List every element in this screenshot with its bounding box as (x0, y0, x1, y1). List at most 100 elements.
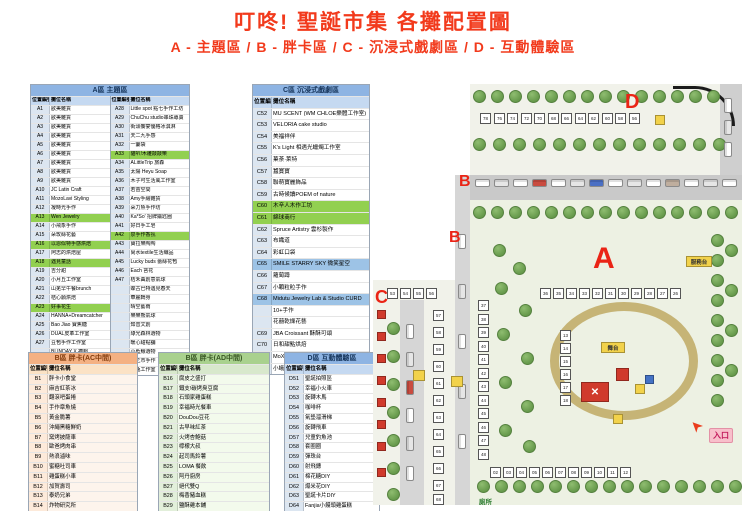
car-icon (458, 334, 466, 349)
map-marker (377, 442, 386, 451)
tree-icon (493, 138, 506, 151)
tree-icon (473, 138, 486, 151)
car-icon (458, 434, 466, 449)
tree-icon (689, 206, 702, 219)
map-booth: 53 (387, 288, 398, 299)
map-booth: 33 (579, 288, 590, 299)
tree-icon (617, 206, 630, 219)
map-booth: 70 (534, 113, 545, 124)
tree-icon (549, 480, 562, 493)
tree-icon (707, 206, 720, 219)
map-booth: 62 (588, 113, 599, 124)
map-booth: 55 (413, 288, 424, 299)
tree-icon (617, 90, 630, 103)
car-icon (406, 324, 414, 339)
car-icon (589, 179, 604, 187)
table-title: C區 沉浸式戲劇區 (253, 85, 369, 96)
tree-icon (573, 138, 586, 151)
tree-icon (387, 378, 400, 391)
car-icon (406, 352, 414, 367)
tree-icon (653, 90, 666, 103)
tree-icon (531, 480, 544, 493)
table-header-row: 位置編號攤位名稱 (159, 364, 269, 374)
tree-icon (711, 234, 724, 247)
car-icon (532, 179, 547, 187)
tree-icon (725, 206, 738, 219)
tree-icon (499, 424, 512, 437)
car-icon (665, 179, 680, 187)
tree-icon (671, 206, 684, 219)
booth-row: 花囍乾燥花藝 (253, 316, 369, 328)
tree-icon (725, 364, 738, 377)
zone-letter-D: D (625, 91, 640, 113)
map-booth: 14 (560, 343, 571, 354)
tree-icon (527, 90, 540, 103)
map-marker (613, 414, 623, 424)
map-booth: 48 (478, 449, 489, 460)
tree-icon (495, 480, 508, 493)
tree-icon (527, 206, 540, 219)
map-marker (377, 376, 386, 385)
zone-letter-A: A (593, 242, 615, 275)
table-b-ad-zone: B區 胖卡(AD中間)位置編號攤位名稱B16腐皮之盛打B17鐵支!碳烤臭豆腐B1… (158, 352, 270, 511)
booth-row: 暖心甜點舖 (110, 339, 189, 348)
map-marker (377, 398, 386, 407)
table-header-row: 位置編號攤位名稱 (285, 364, 379, 374)
map-booth: 39 (478, 327, 489, 338)
car-icon (724, 120, 732, 135)
car-icon (722, 179, 737, 187)
booth-row: 蝶古巴特遇見春天 (110, 285, 189, 294)
map-booth: 54 (400, 288, 411, 299)
map-booth: 18 (560, 395, 571, 406)
car-icon (406, 436, 414, 451)
map-booth: 38 (478, 314, 489, 325)
map-marker: ✕ (581, 382, 609, 402)
booth-row: 知音文創 (110, 321, 189, 330)
tree-icon (509, 90, 522, 103)
tree-icon (711, 354, 724, 367)
tree-icon (387, 488, 400, 501)
tree-icon (521, 352, 534, 365)
map-marker (377, 354, 386, 363)
map-booth: 06 (542, 467, 553, 478)
map-booth: 58 (433, 327, 444, 338)
car-icon (458, 284, 466, 299)
tree-icon (707, 90, 720, 103)
entrance-label: 入口 (709, 428, 733, 443)
table-a-zone: A區 主題區位置編號攤位名稱A1歐美雜貨A2歐美雜貨A3歐美雜貨A4歐美雜貨A5… (30, 84, 190, 376)
car-icon (513, 179, 528, 187)
map-booth: 66 (433, 463, 444, 474)
map-booth: 57 (433, 310, 444, 321)
map-booth: 29 (631, 288, 642, 299)
map-booth: 65 (433, 446, 444, 457)
